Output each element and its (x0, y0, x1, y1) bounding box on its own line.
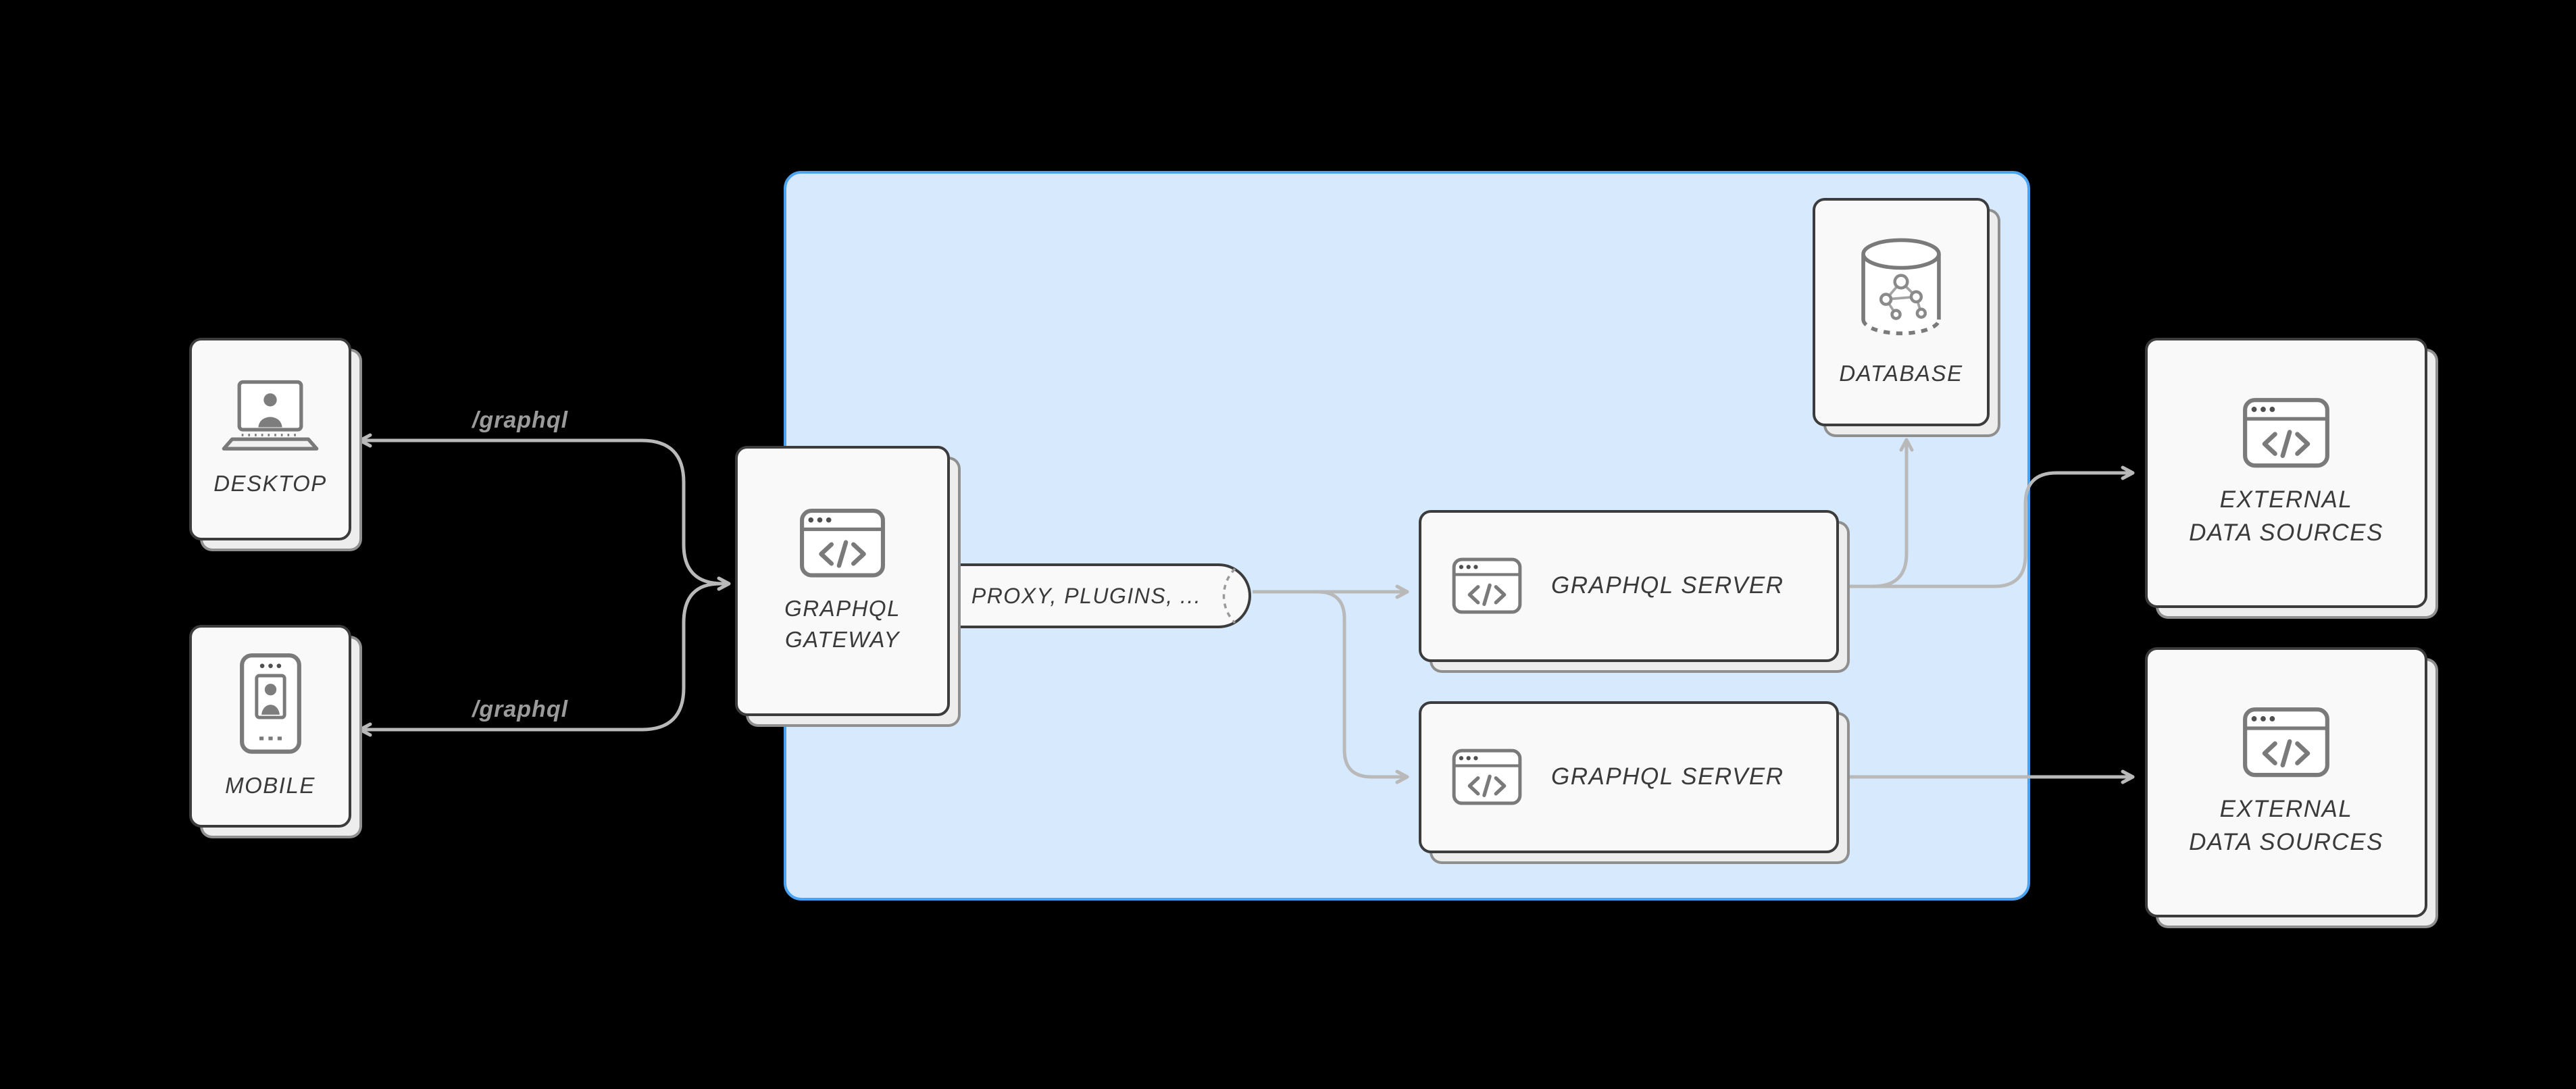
server-bottom-label: GRAPHQL SERVER (1551, 763, 1784, 790)
external-bottom-label: EXTERNAL DATA SOURCES (2189, 796, 2383, 855)
edge-gateway-desktop (358, 433, 731, 591)
database-node: DATABASE (1813, 198, 1990, 426)
code-window-icon (2243, 398, 2329, 468)
code-window-icon (800, 508, 885, 578)
proxy-label: PROXY, PLUGINS, ... (971, 583, 1202, 608)
proxy-pipe-node: PROXY, PLUGINS, ... (943, 563, 1251, 628)
server-top-label: GRAPHQL SERVER (1551, 572, 1784, 599)
mobile-node: MOBILE (189, 625, 351, 828)
mobile-user-icon (239, 653, 301, 754)
desktop-node: DESKTOP (189, 338, 351, 540)
database-icon (1861, 238, 1941, 336)
graphql-gateway-node: GRAPHQL GATEWAY (735, 446, 950, 716)
graphql-server-top-node: GRAPHQL SERVER (1419, 510, 1839, 662)
database-label: DATABASE (1839, 361, 1963, 386)
mobile-label: MOBILE (225, 772, 315, 798)
external-data-sources-bottom-node: EXTERNAL DATA SOURCES (2145, 647, 2427, 917)
laptop-user-icon (222, 380, 319, 451)
code-window-icon (1452, 749, 1522, 805)
graphql-server-bottom-node: GRAPHQL SERVER (1419, 701, 1839, 853)
code-window-icon (2243, 707, 2329, 778)
code-window-icon (1452, 558, 1522, 614)
edge-label-graphql-mobile: /graphql (472, 697, 569, 722)
cylinder-cap-icon (1222, 567, 1236, 624)
edge-label-graphql-desktop: /graphql (472, 407, 569, 433)
desktop-label: DESKTOP (213, 470, 327, 496)
gateway-label: GRAPHQL GATEWAY (784, 596, 901, 652)
external-data-sources-top-node: EXTERNAL DATA SOURCES (2145, 338, 2427, 608)
external-top-label: EXTERNAL DATA SOURCES (2189, 486, 2383, 546)
